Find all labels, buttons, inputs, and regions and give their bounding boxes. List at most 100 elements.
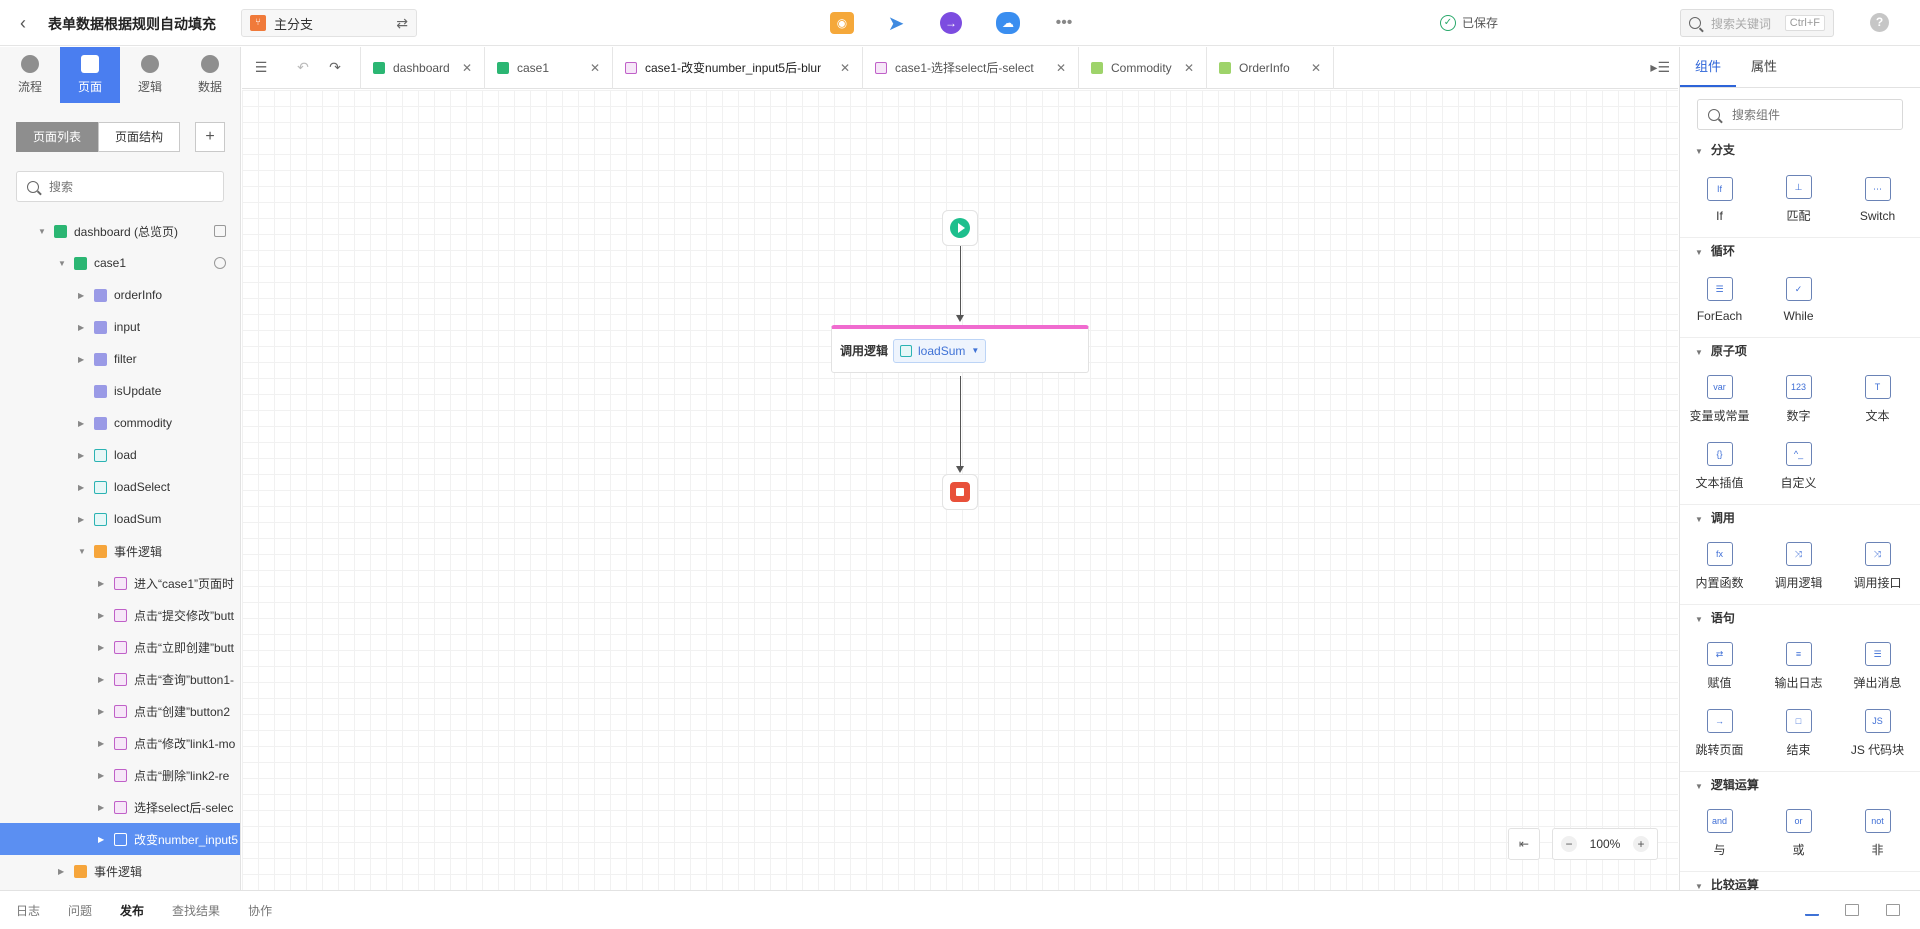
component-item[interactable]: ⊥匹配 [1759, 166, 1838, 233]
cloud-icon[interactable]: ☁ [996, 12, 1020, 34]
page-search-input[interactable] [49, 179, 209, 194]
page-list-button[interactable]: 页面列表 [16, 122, 99, 152]
layout-bottom-icon[interactable] [1805, 904, 1819, 916]
tab-case1[interactable]: case1✕ [484, 46, 612, 89]
tree-item-event-folder[interactable]: ▼事件逻辑 [0, 535, 240, 567]
add-page-button[interactable]: + [195, 122, 225, 152]
tab-case1-blur[interactable]: case1-改变number_input5后-blur✕ [612, 46, 862, 89]
help-icon[interactable]: ? [1870, 13, 1889, 32]
page-search-field[interactable] [16, 171, 224, 202]
component-item[interactable]: ✓While [1759, 266, 1838, 333]
tree-item-loadsum[interactable]: ▶loadSum [0, 503, 240, 535]
nav-tab-page[interactable]: 页面 [60, 47, 120, 103]
tree-item-dashboard[interactable]: ▼dashboard (总览页) [0, 215, 240, 247]
bottom-tab-problems[interactable]: 问题 [68, 903, 93, 918]
close-icon[interactable]: ✕ [1183, 60, 1194, 75]
forward-icon[interactable]: → [940, 12, 962, 34]
bottom-tab-search-results[interactable]: 查找结果 [172, 903, 221, 918]
branch-selector[interactable]: ⑂ 主分支 ⇄ [241, 9, 417, 37]
end-node[interactable] [942, 474, 978, 510]
tree-item-event[interactable]: ▶点击“立即创建”butt [0, 631, 240, 663]
caret-right-icon[interactable]: ▶ [78, 418, 85, 428]
component-group-header[interactable]: ▼循环 [1680, 237, 1920, 264]
caret-right-icon[interactable]: ▶ [98, 706, 105, 716]
fit-view-icon[interactable]: ⇤ [1508, 828, 1540, 860]
toggle-right-panel-icon[interactable]: ▸☰ [1650, 59, 1670, 75]
tab-orderinfo[interactable]: OrderInfo✕ [1206, 46, 1334, 89]
close-icon[interactable]: ✕ [461, 60, 472, 75]
preview-icon[interactable]: ◉ [830, 12, 854, 34]
caret-down-icon[interactable]: ▼ [58, 258, 66, 268]
tree-item-loadselect[interactable]: ▶loadSelect [0, 471, 240, 503]
more-icon[interactable]: ••• [1055, 14, 1073, 31]
redo-icon[interactable]: ↷ [329, 59, 341, 75]
caret-right-icon[interactable]: ▶ [78, 482, 85, 492]
home-icon[interactable] [214, 225, 226, 237]
tree-item-input[interactable]: ▶input [0, 311, 240, 343]
tree-item-event[interactable]: ▶点击“创建”button2 [0, 695, 240, 727]
component-item[interactable]: ⤨调用逻辑 [1759, 533, 1838, 600]
tree-item-commodity[interactable]: ▶commodity [0, 407, 240, 439]
tree-item-filter[interactable]: ▶filter [0, 343, 240, 375]
undo-icon[interactable]: ↶ [297, 59, 309, 75]
caret-right-icon[interactable]: ▶ [98, 738, 105, 748]
location-pin-icon[interactable] [214, 257, 226, 269]
caret-right-icon[interactable]: ▶ [78, 354, 85, 364]
tree-item-orderinfo[interactable]: ▶orderInfo [0, 279, 240, 311]
component-group-header[interactable]: ▼原子项 [1680, 337, 1920, 364]
caret-right-icon[interactable]: ▶ [98, 770, 105, 780]
caret-right-icon[interactable]: ▶ [78, 290, 85, 300]
tree-item-isupdate[interactable]: isUpdate [0, 375, 240, 407]
caret-down-icon[interactable]: ▼ [38, 226, 46, 236]
zoom-in-button[interactable]: + [1632, 836, 1649, 852]
caret-right-icon[interactable]: ▶ [58, 866, 65, 876]
caret-right-icon[interactable]: ▶ [98, 610, 105, 620]
start-node[interactable] [942, 210, 978, 246]
tab-components[interactable]: 组件 [1680, 47, 1737, 87]
zoom-out-button[interactable]: − [1561, 836, 1577, 852]
nav-tab-data[interactable]: 数据 [180, 47, 240, 103]
layout-full-icon[interactable] [1886, 904, 1900, 916]
call-logic-node[interactable]: 调用逻辑 loadSum ▼ [831, 325, 1089, 373]
caret-right-icon[interactable]: ▶ [98, 834, 105, 844]
component-search-input[interactable] [1732, 107, 1892, 122]
tree-item-event[interactable]: ▶选择select后-selec [0, 791, 240, 823]
component-search-field[interactable] [1697, 99, 1903, 130]
caret-right-icon[interactable]: ▶ [98, 642, 105, 652]
caret-right-icon[interactable]: ▶ [98, 674, 105, 684]
component-item[interactable]: ⇄赋值 [1680, 633, 1759, 700]
component-item[interactable]: →跳转页面 [1680, 700, 1759, 767]
tab-dashboard[interactable]: dashboard✕ [360, 46, 484, 89]
component-item[interactable]: ^_自定义 [1759, 433, 1838, 500]
layout-split-icon[interactable] [1845, 904, 1859, 916]
bottom-tab-collaboration[interactable]: 协作 [248, 903, 273, 918]
caret-right-icon[interactable]: ▶ [78, 322, 85, 332]
component-item[interactable]: ☰ForEach [1680, 266, 1759, 333]
bottom-tab-log[interactable]: 日志 [16, 903, 41, 918]
global-search-input[interactable]: 搜索关键词 Ctrl+F [1680, 9, 1834, 37]
tree-item-event[interactable]: ▶点击“删除”link2-re [0, 759, 240, 791]
logic-canvas[interactable]: 调用逻辑 loadSum ▼ ⇤ − 100% + [242, 90, 1678, 890]
bottom-tab-publish[interactable]: 发布 [120, 903, 145, 918]
close-icon[interactable]: ✕ [1055, 60, 1066, 75]
tree-item-event[interactable]: ▶点击“查询”button1- [0, 663, 240, 695]
tree-item-load[interactable]: ▶load [0, 439, 240, 471]
tab-case1-select[interactable]: case1-选择select后-select✕ [862, 46, 1078, 89]
tab-properties[interactable]: 属性 [1751, 59, 1778, 74]
tab-commodity[interactable]: Commodity✕ [1078, 46, 1206, 89]
caret-right-icon[interactable]: ▶ [98, 802, 105, 812]
caret-right-icon[interactable]: ▶ [78, 450, 85, 460]
caret-right-icon[interactable]: ▶ [98, 578, 105, 588]
publish-plane-icon[interactable]: ➤ [887, 12, 905, 35]
collapse-sidebar-icon[interactable]: ☰ [254, 59, 268, 75]
caret-down-icon[interactable]: ▼ [78, 546, 86, 556]
component-item[interactable]: □结束 [1759, 700, 1838, 767]
component-group-header[interactable]: ▼分支 [1680, 137, 1920, 164]
component-item[interactable]: {}文本插值 [1680, 433, 1759, 500]
back-arrow-icon[interactable]: ‹ [20, 13, 26, 33]
